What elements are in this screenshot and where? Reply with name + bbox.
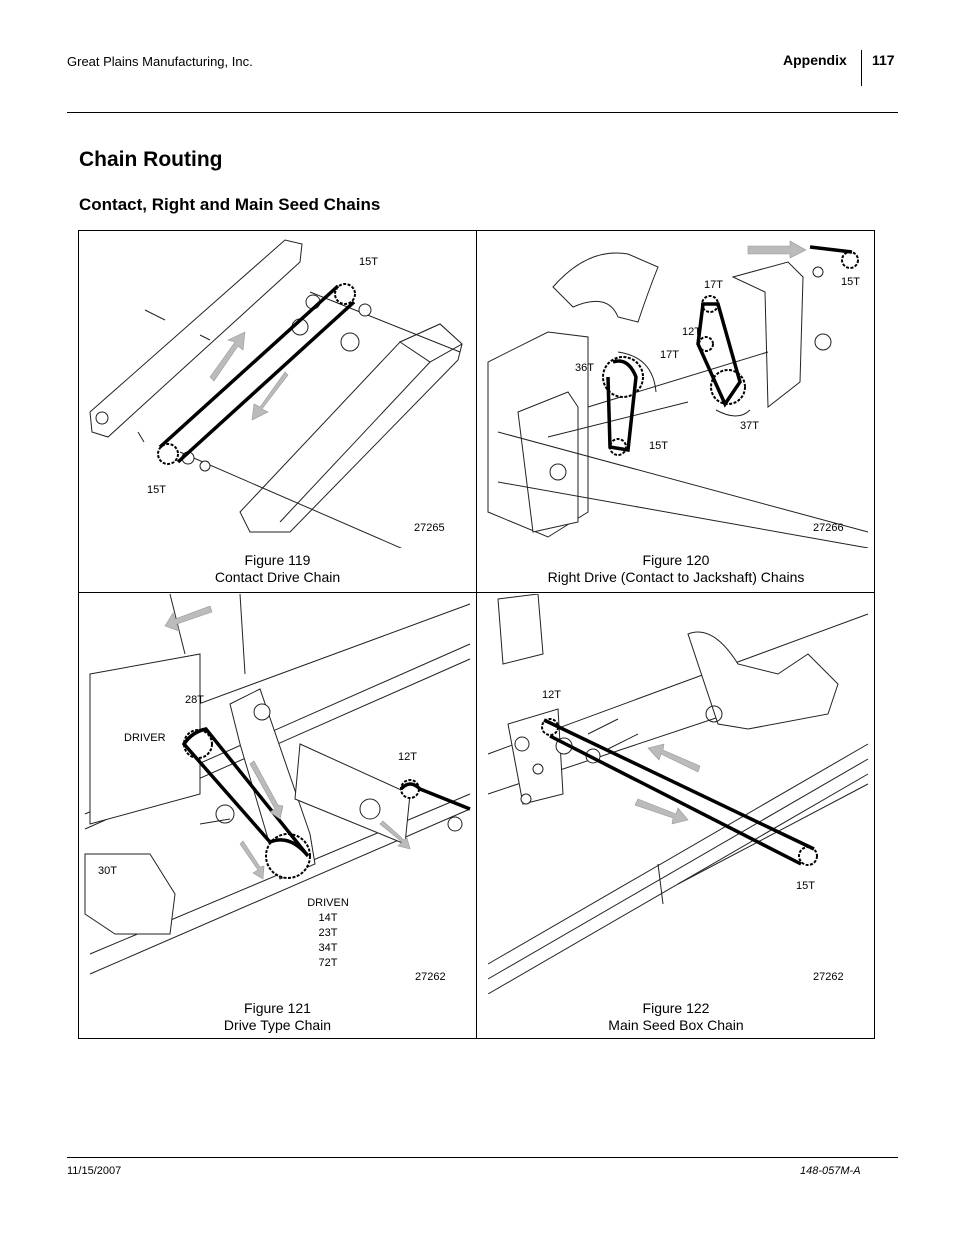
- fig119-label-top: 15T: [359, 256, 378, 268]
- section-subtitle: Contact, Right and Main Seed Chains: [79, 195, 381, 214]
- fig120-art-id: 27266: [813, 522, 844, 534]
- fig121-label-driver: DRIVER: [124, 732, 166, 744]
- fig120-number: Figure 120: [642, 552, 710, 568]
- fig119-label-bottom: 15T: [147, 484, 166, 496]
- fig121-label-30t: 30T: [98, 865, 117, 877]
- fig120-label-12t: 12T: [682, 326, 701, 338]
- fig121-art-id: 27262: [415, 971, 446, 983]
- figure-121-drawing: [84, 594, 471, 975]
- fig120-label-15t-bottom: 15T: [649, 440, 668, 452]
- page-title: Chain Routing: [79, 148, 223, 171]
- grid-vertical-divider: [476, 230, 477, 1039]
- fig120-label-17t: 17T: [660, 349, 679, 361]
- fig120-label-37t: 37T: [740, 420, 759, 432]
- fig122-title: Main Seed Box Chain: [608, 1017, 744, 1033]
- fig119-number: Figure 119: [244, 552, 311, 568]
- fig122-art-id: 27262: [813, 971, 844, 983]
- fig121-driven-item: 14T: [318, 912, 338, 924]
- fig120-title: Right Drive (Contact to Jackshaft) Chain…: [547, 569, 805, 585]
- footer-rule: [67, 1157, 898, 1158]
- fig120-label-15t-top: 15T: [841, 276, 860, 288]
- fig121-label-28t: 28T: [185, 694, 204, 706]
- fig121-driven-item: 23T: [318, 927, 338, 939]
- section-name: Appendix: [783, 52, 847, 68]
- fig120-caption: Figure 120 Right Drive (Contact to Jacks…: [477, 552, 875, 586]
- figure-122-drawing: [487, 594, 869, 994]
- fig120-label-36t: 36T: [575, 362, 594, 374]
- fig122-label-15t: 15T: [796, 880, 815, 892]
- fig121-number: Figure 121: [244, 1000, 311, 1016]
- fig119-title: Contact Drive Chain: [214, 569, 341, 585]
- fig121-driven-title: DRIVEN: [307, 897, 349, 909]
- fig121-driven-list: DRIVEN 14T 23T 34T 72T: [298, 896, 358, 971]
- fig122-number: Figure 122: [642, 1000, 710, 1016]
- header-divider: [861, 50, 862, 86]
- fig121-label-12t: 12T: [398, 751, 417, 763]
- fig121-driven-item: 72T: [318, 957, 338, 969]
- fig122-caption: Figure 122 Main Seed Box Chain: [477, 1000, 875, 1034]
- header-rule: [67, 112, 898, 113]
- fig119-art-id: 27265: [414, 522, 445, 534]
- grid-horizontal-divider: [78, 592, 875, 593]
- fig121-driven-item: 34T: [318, 942, 338, 954]
- footer-doc-number: 148-057M-A: [800, 1165, 861, 1177]
- fig121-caption: Figure 121 Drive Type Chain: [79, 1000, 476, 1034]
- fig119-caption: Figure 119 Contact Drive Chain: [79, 552, 476, 586]
- fig122-label-12t: 12T: [542, 689, 561, 701]
- fig120-label-17t-top: 17T: [704, 279, 723, 291]
- figure-120-drawing: [487, 240, 869, 548]
- company-name: Great Plains Manufacturing, Inc.: [67, 54, 253, 69]
- figure-119-drawing: [89, 239, 463, 548]
- footer-date: 11/15/2007: [67, 1165, 122, 1177]
- fig121-title: Drive Type Chain: [223, 1017, 332, 1033]
- page-number: 117: [872, 52, 895, 68]
